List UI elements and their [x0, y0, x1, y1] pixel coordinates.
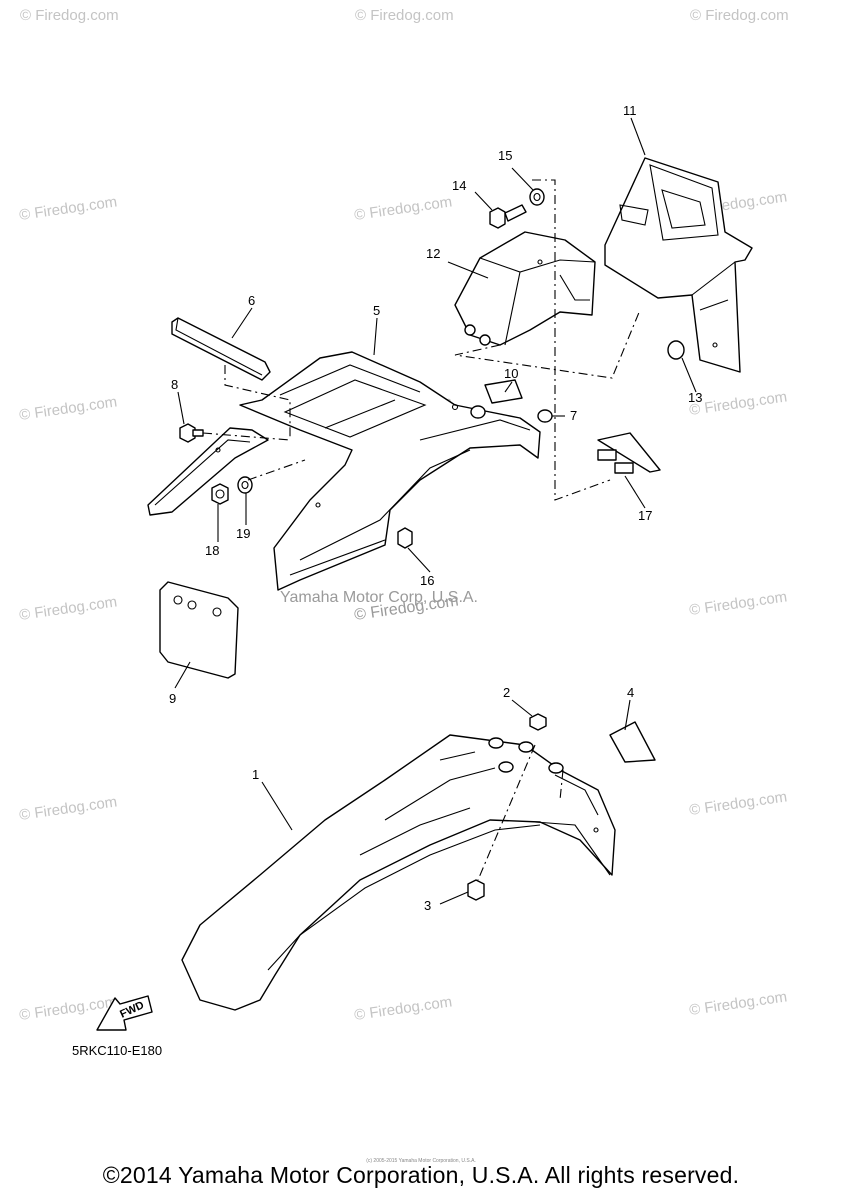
part-1-front-fender [181, 734, 616, 1011]
watermark: © Firedog.com [353, 993, 453, 1024]
side-bracket [147, 427, 269, 516]
watermark: © Firedog.com [18, 193, 118, 224]
watermark: © Firedog.com [18, 393, 118, 424]
callout-18: 18 [205, 543, 219, 558]
watermark: © Firedog.com [20, 7, 119, 24]
part-15-washer [529, 188, 545, 206]
part-19-washer [237, 476, 253, 494]
callout-3: 3 [424, 898, 431, 913]
part-18-nut [211, 483, 229, 505]
diagram-reference-code: 5RKC110-E180 [72, 1043, 163, 1058]
watermark: © Firedog.com [688, 588, 788, 619]
part-11-plate-holder [604, 157, 753, 373]
watermark: © Firedog.com [18, 793, 118, 824]
part-3-bolt [467, 879, 485, 901]
watermark: © Firedog.com [688, 788, 788, 819]
callout-10: 10 [504, 366, 518, 381]
watermark: © Firedog.com [688, 388, 788, 419]
part-12-tail-bracket [454, 231, 596, 346]
callout-8: 8 [171, 377, 178, 392]
part-2-nut [529, 713, 547, 731]
callout-17: 17 [638, 508, 652, 523]
part-5-rear-fender [239, 351, 541, 591]
watermark: © Firedog.com [688, 988, 788, 1019]
callout-9: 9 [169, 691, 176, 706]
callout-19: 19 [236, 526, 250, 541]
part-7-nut [537, 409, 553, 423]
callout-11: 11 [623, 103, 637, 118]
callout-12: 12 [426, 246, 440, 261]
watermark: © Firedog.com [355, 7, 454, 24]
part-16-bolt [397, 527, 413, 549]
part-6-strip [171, 317, 271, 381]
part-10-label [470, 379, 523, 419]
watermark: © Firedog.com [18, 593, 118, 624]
part-8-bolt [179, 423, 204, 443]
part-17-plate [597, 432, 661, 474]
callout-7: 7 [570, 408, 577, 423]
watermark: © Firedog.com [353, 193, 453, 224]
callout-leaders [174, 117, 697, 905]
callout-labels: 1 2 3 4 5 6 7 8 9 10 11 12 13 14 15 16 1… [169, 103, 702, 913]
callout-6: 6 [248, 293, 255, 308]
fwd-arrow: FWD [96, 995, 153, 1031]
part-4-label [609, 721, 656, 763]
callout-4: 4 [627, 685, 634, 700]
copyright-notice: ©2014 Yamaha Motor Corporation, U.S.A. A… [102, 1162, 740, 1188]
watermark: © Firedog.com [690, 7, 789, 24]
part-13-grommet [667, 340, 685, 360]
callout-13: 13 [688, 390, 702, 405]
callout-16: 16 [420, 573, 434, 588]
part-9-mud-plate [159, 581, 239, 679]
callout-2: 2 [503, 685, 510, 700]
callout-5: 5 [373, 303, 380, 318]
part-14-bolt [489, 204, 527, 229]
callout-15: 15 [498, 148, 512, 163]
watermark-layer: © Firedog.com © Firedog.com © Firedog.co… [18, 7, 788, 1024]
assembly-leaders [202, 179, 641, 501]
callout-14: 14 [452, 178, 466, 193]
watermark-yamaha: Yamaha Motor Corp, U.S.A. [280, 589, 478, 606]
small-credit: (c) 2005-2015 Yamaha Motor Corporation, … [366, 1158, 476, 1164]
callout-1: 1 [252, 767, 259, 782]
